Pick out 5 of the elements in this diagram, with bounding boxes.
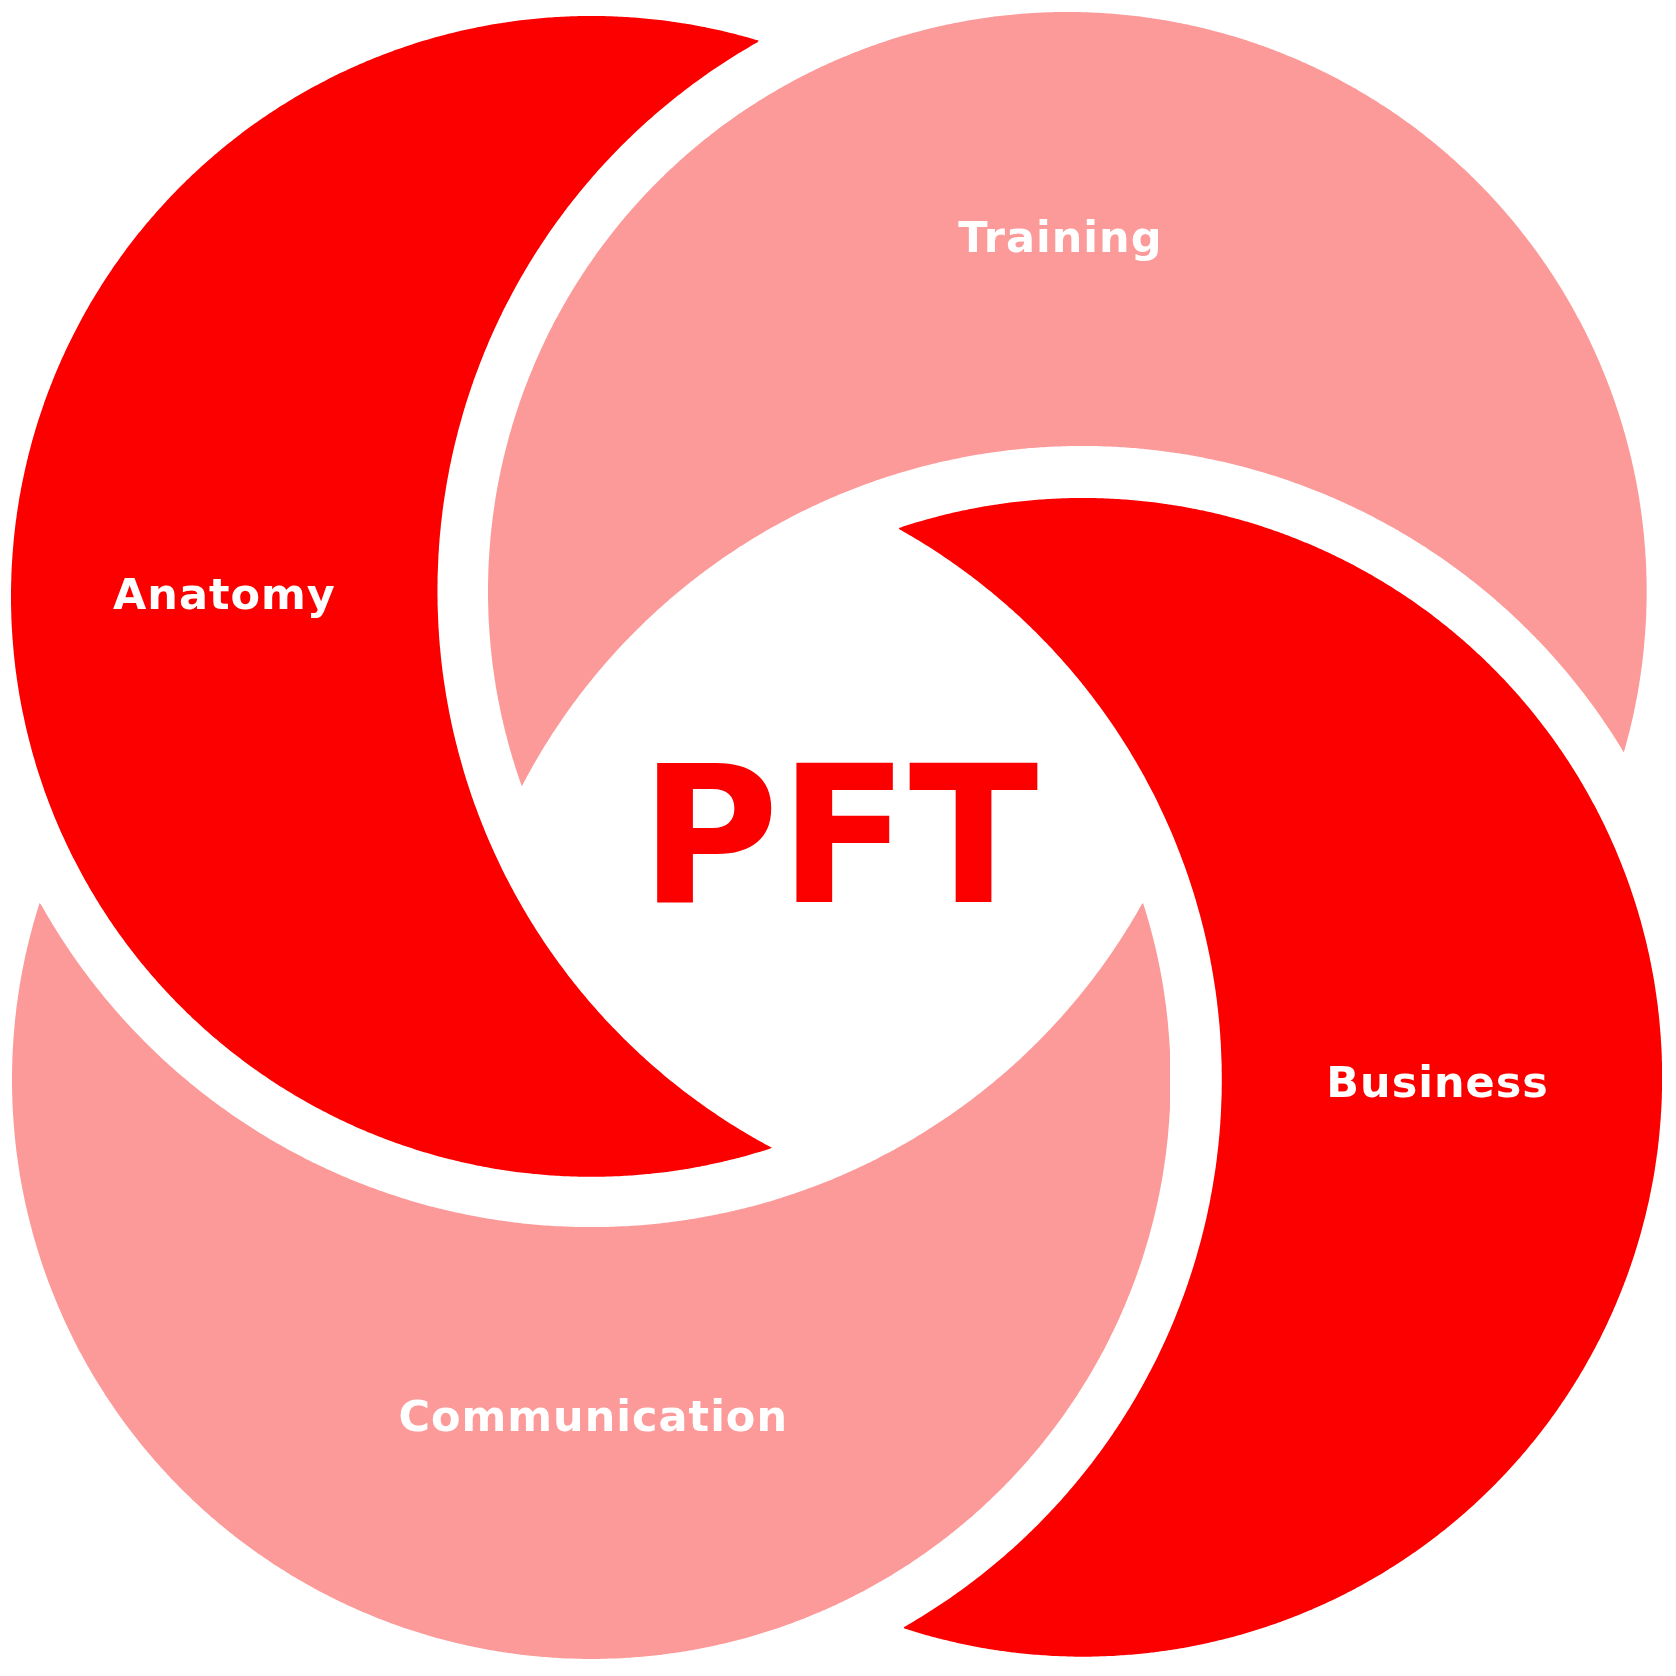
center-title: PFT (639, 725, 1039, 947)
section-label: Training (958, 212, 1163, 263)
section-label: Business (1326, 1056, 1549, 1107)
section-label: Anatomy (113, 569, 336, 620)
section-label: Communication (398, 1391, 789, 1442)
